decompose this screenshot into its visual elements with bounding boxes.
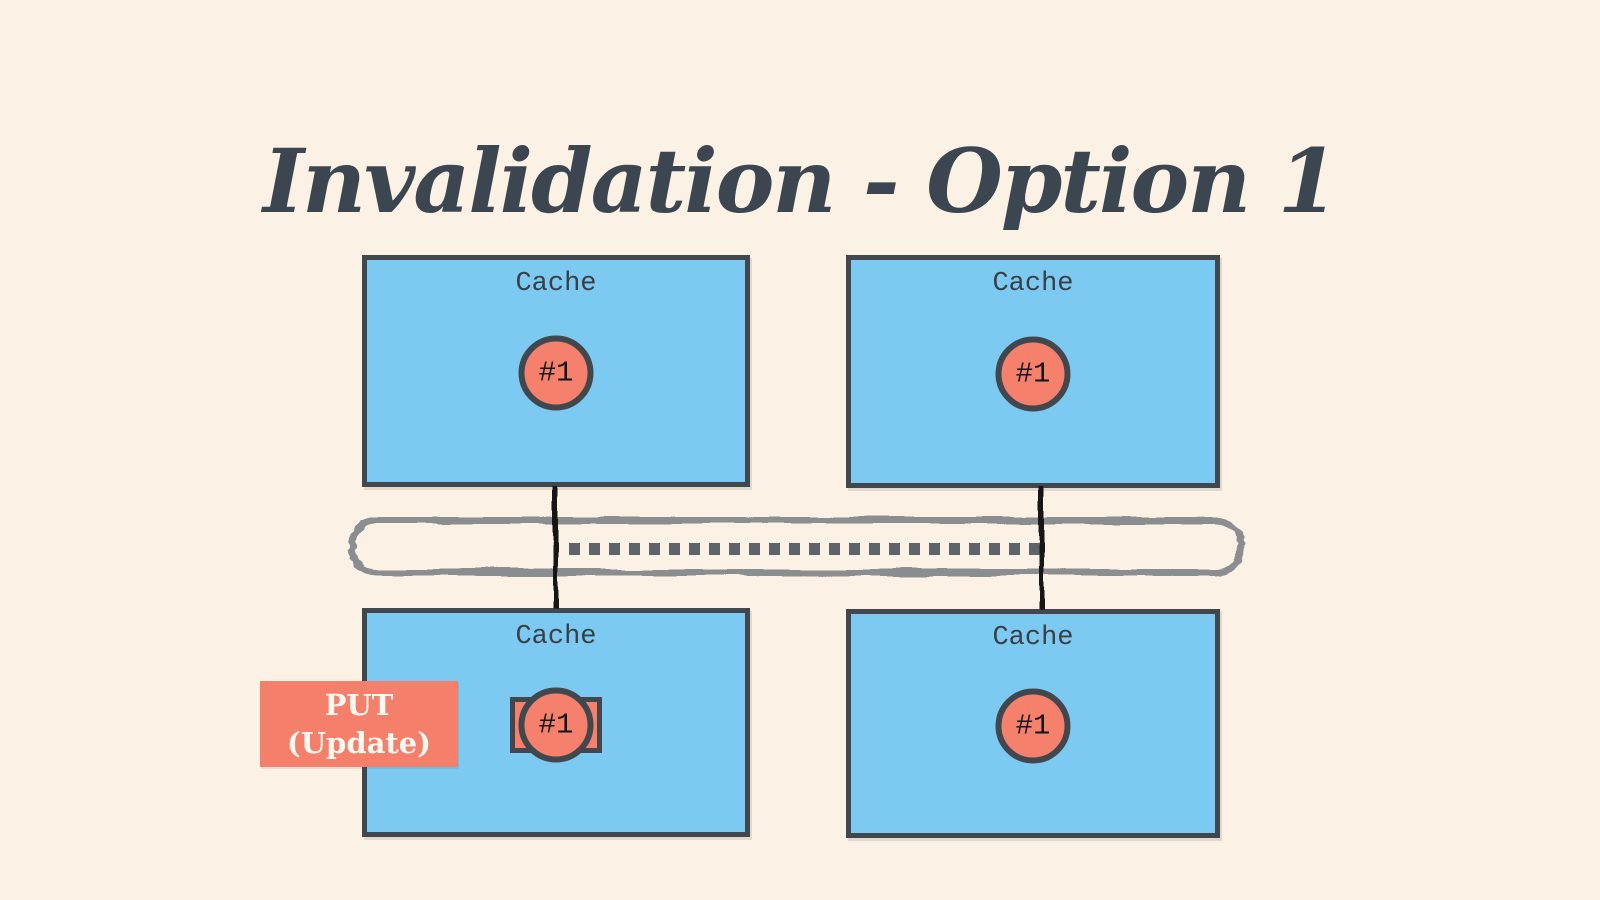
connector-line-right bbox=[1039, 486, 1044, 611]
cache-label: Cache bbox=[992, 623, 1074, 653]
put-badge-line1: PUT bbox=[324, 688, 394, 722]
cache-item-circle: #1 bbox=[995, 688, 1071, 764]
connector-line-left bbox=[553, 486, 558, 610]
cache-box-bottom-left: Cache #1 bbox=[362, 608, 750, 837]
put-badge-line2: (Update) bbox=[287, 726, 431, 760]
bus-dotted-line bbox=[569, 543, 1041, 555]
cache-label: Cache bbox=[992, 269, 1074, 299]
put-update-badge: PUT (Update) bbox=[260, 681, 458, 767]
network-bus bbox=[348, 517, 1245, 576]
cache-box-bottom-right: Cache #1 bbox=[846, 609, 1220, 838]
cache-item-circle: #1 bbox=[518, 335, 594, 411]
cache-label: Cache bbox=[515, 269, 597, 299]
cache-label: Cache bbox=[515, 622, 597, 652]
cache-item-circle: #1 bbox=[518, 687, 594, 763]
cache-box-top-left: Cache #1 bbox=[362, 255, 750, 487]
page-title: Invalidation - Option 1 bbox=[262, 128, 1339, 233]
cache-box-top-right: Cache #1 bbox=[846, 255, 1220, 488]
cache-item-circle: #1 bbox=[995, 336, 1071, 412]
